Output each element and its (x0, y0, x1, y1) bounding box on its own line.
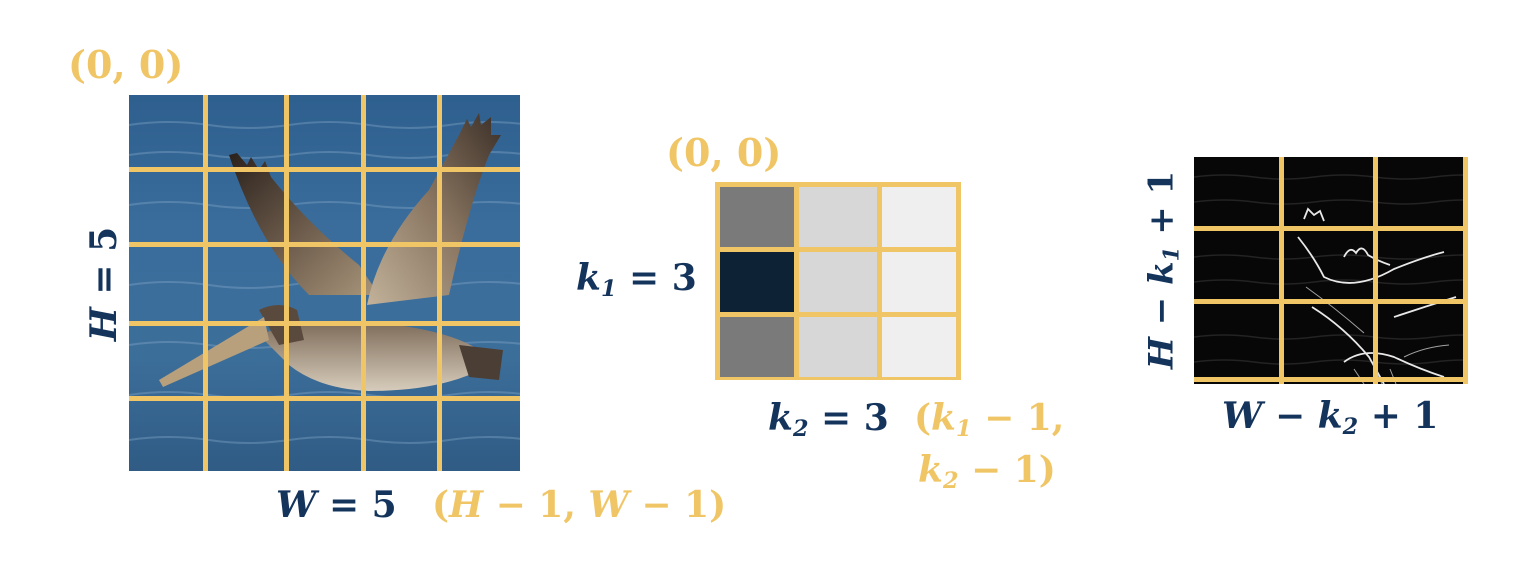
grid-line-h4 (129, 396, 520, 401)
input-height-label: H = 5 (83, 226, 125, 342)
kernel-corner-label-line1: (k1 − 1, (914, 397, 1065, 443)
grid-line-v2 (284, 95, 289, 471)
kernel-cell-0-1 (799, 187, 877, 247)
input-origin-label: (0, 0) (68, 42, 184, 87)
output-feature-map (1194, 157, 1468, 384)
kernel-cell-2-1 (799, 317, 877, 377)
kernel-cell-1-2 (882, 252, 956, 312)
kernel-k2-label: k2 = 3 (768, 397, 889, 443)
output-grid-line-h2 (1194, 299, 1468, 304)
input-corner-label: (H − 1, W − 1) (432, 484, 727, 526)
input-width-label: W = 5 (276, 484, 397, 526)
output-grid-line-bottom (1194, 377, 1468, 382)
kernel-cell-1-0 (720, 252, 794, 312)
output-grid-line-h1 (1194, 226, 1468, 231)
grid-line-h2 (129, 242, 520, 247)
output-width-label: W − k2 + 1 (1222, 395, 1439, 441)
output-grid-line-v1 (1279, 157, 1284, 384)
kernel-cell-1-1 (799, 252, 877, 312)
kernel-cell-2-0 (720, 317, 794, 377)
kernel-corner-label-line2: k2 − 1) (918, 449, 1056, 495)
grid-line-h1 (129, 167, 520, 172)
edge-map-image (1194, 157, 1468, 384)
output-grid-line-v2 (1373, 157, 1378, 384)
kernel-cell-0-2 (882, 187, 956, 247)
grid-line-v1 (203, 95, 208, 471)
kernel-k1-label: k1 = 3 (576, 257, 697, 303)
output-grid-line-right (1463, 157, 1468, 384)
grid-line-v4 (437, 95, 442, 471)
output-height-label: H − k1 + 1 (1141, 170, 1184, 370)
kernel-cell-0-0 (720, 187, 794, 247)
kernel-grid (715, 182, 961, 380)
grid-line-h3 (129, 321, 520, 326)
input-image-pelican (129, 95, 520, 471)
kernel-origin-label: (0, 0) (666, 130, 782, 175)
kernel-cell-2-2 (882, 317, 956, 377)
grid-line-v3 (361, 95, 366, 471)
pelican-photo (129, 95, 520, 471)
